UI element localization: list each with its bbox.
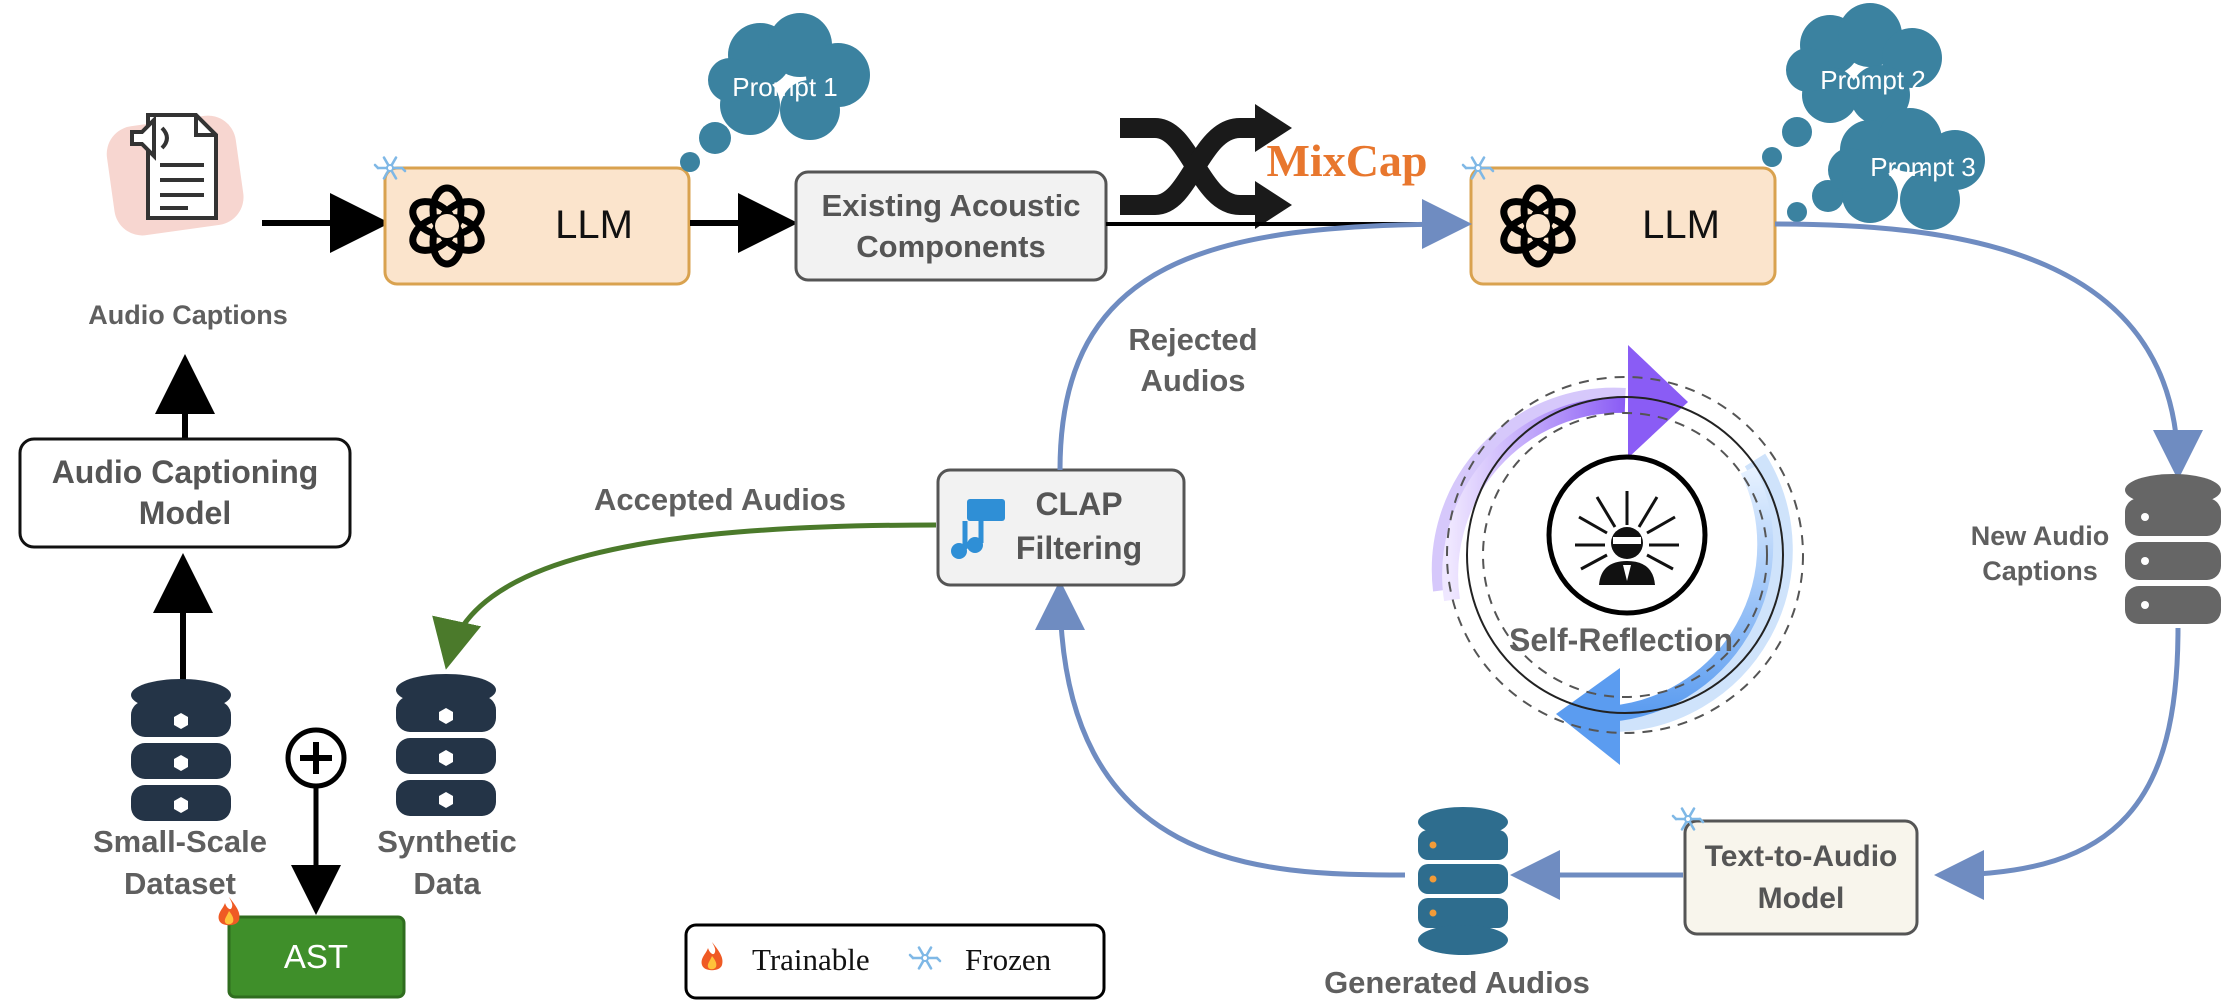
legend-frozen-label: Frozen (965, 942, 1052, 977)
small-scale-dataset-label-line2: Dataset (124, 866, 236, 901)
arrow-captions-to-tta (1934, 627, 2181, 900)
prompt2-cloud (1762, 3, 1942, 167)
llm-left-label: LLM (555, 203, 633, 247)
existing-components-label-line2: Components (856, 229, 1045, 264)
mixcap-label: MixCap (1267, 135, 1428, 186)
audio-document-icon (106, 113, 244, 236)
rejected-audios-label-line2: Audios (1140, 363, 1245, 398)
existing-components-label-line1: Existing Acoustic (822, 188, 1081, 223)
plus-circle-icon (285, 727, 347, 789)
generated-audios-label: Generated Audios (1324, 965, 1590, 1000)
arrow-llm-to-new-captions (1774, 221, 2203, 480)
audio-captioning-model-box (18, 437, 352, 549)
music-icon (951, 499, 1005, 559)
rejected-audios-label-line1: Rejected (1128, 322, 1257, 357)
llm-left-box (383, 166, 691, 286)
audio-captions-label: Audio Captions (88, 300, 287, 330)
self-reflection-label: Self-Reflection (1509, 622, 1733, 658)
ast-box (227, 915, 406, 999)
text-to-audio-model-box (1683, 819, 1919, 936)
prompt1-label: Prompt 1 (732, 72, 838, 102)
text-to-audio-label-line1: Text-to-Audio (1705, 840, 1898, 873)
llm-right-label: LLM (1642, 203, 1720, 247)
synthetic-data-label-line2: Data (413, 866, 481, 901)
prompt3-label: Prompt 3 (1870, 152, 1976, 182)
clap-label-line1: CLAP (1035, 486, 1122, 522)
database-icon (1418, 807, 1508, 955)
prompt2-label: Prompt 2 (1820, 65, 1926, 95)
prompt3-cloud (1787, 108, 1985, 230)
legend-box (684, 923, 1106, 1000)
prompt1-cloud (680, 13, 870, 172)
self-reflection-cycle (1431, 345, 1804, 765)
database-icon (2125, 474, 2221, 624)
audio-captioning-model-label-line2: Model (139, 495, 231, 531)
accepted-audios-label: Accepted Audios (594, 482, 846, 517)
thinking-person-icon (1546, 454, 1708, 616)
synthetic-data-label-line1: Synthetic (377, 824, 517, 859)
database-icon (131, 679, 231, 821)
small-scale-dataset-label-line1: Small-Scale (93, 824, 267, 859)
fire-icon (218, 897, 240, 926)
text-to-audio-label-line2: Model (1758, 882, 1845, 915)
database-icon (396, 674, 496, 816)
new-audio-captions-label-line1: New Audio (1971, 521, 2110, 551)
arrow-generated-to-clap (1035, 580, 1406, 878)
audio-captioning-model-label-line1: Audio Captioning (52, 454, 319, 490)
ast-label: AST (284, 938, 348, 975)
shuffle-icon (1120, 118, 1262, 215)
legend-trainable-label: Trainable (752, 942, 870, 977)
new-audio-captions-label-line2: Captions (1982, 556, 2098, 586)
arrow-accepted-to-synthetic (432, 522, 937, 670)
clap-label-line2: Filtering (1016, 530, 1142, 566)
arrow-rejected-to-llm (1057, 199, 1472, 471)
